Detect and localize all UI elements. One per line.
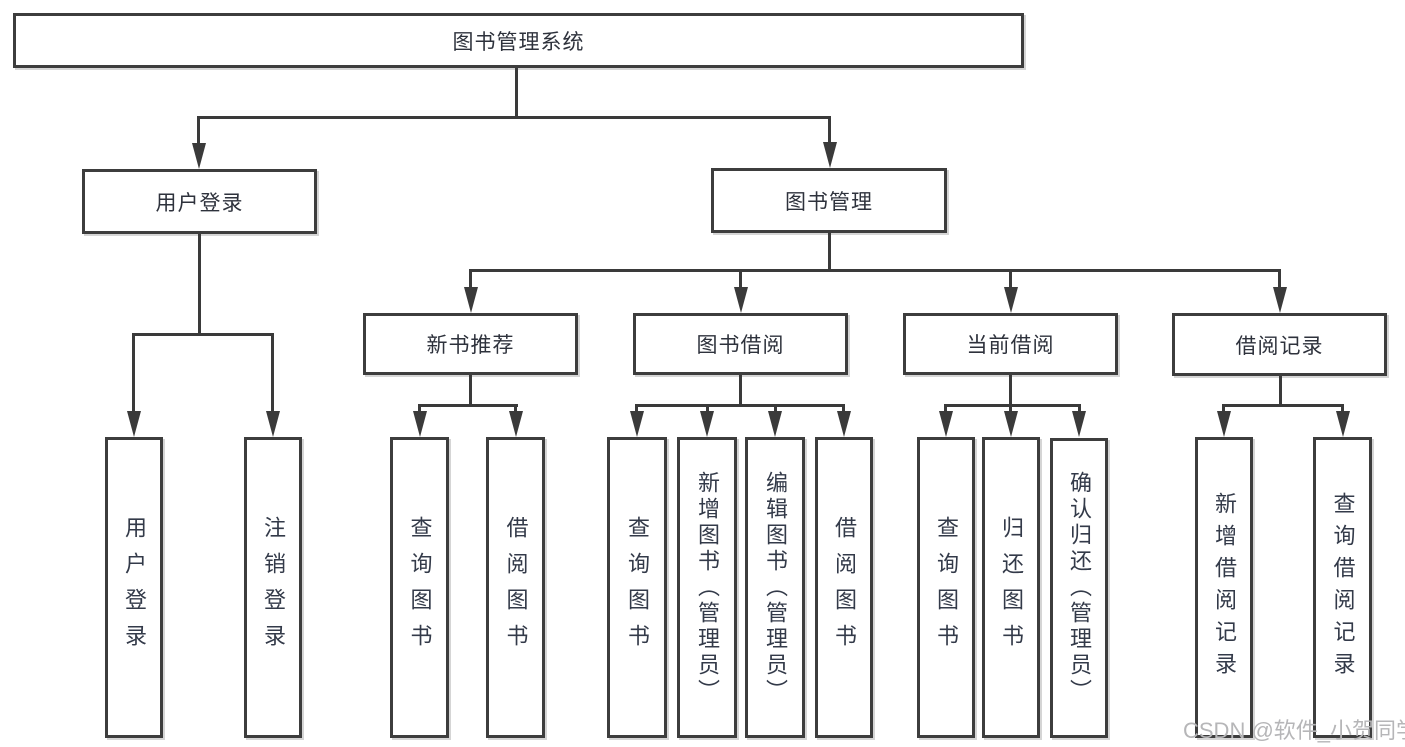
node-new-book-recommend: 新书推荐 — [363, 313, 578, 375]
connector — [1009, 269, 1012, 290]
leaf-add-books-admin-label: 新增图书（管理员） — [695, 470, 720, 705]
node-user-login: 用户登录 — [82, 169, 317, 234]
leaf-add-books-admin: 新增图书（管理员） — [677, 437, 737, 738]
connector — [198, 234, 201, 336]
arrowhead — [630, 411, 644, 437]
connector — [515, 68, 518, 119]
connector — [944, 404, 1081, 407]
node-borrow-record: 借阅记录 — [1172, 313, 1387, 376]
connector — [418, 404, 518, 407]
leaf-query-books-recommend: 查询图书 — [390, 437, 449, 738]
arrowhead — [1004, 411, 1018, 437]
node-book-management: 图书管理 — [711, 168, 947, 233]
arrowhead — [266, 411, 280, 437]
leaf-query-books-recommend-label: 查询图书 — [407, 515, 433, 660]
connector — [828, 233, 831, 272]
connector — [197, 116, 200, 148]
connector — [1009, 404, 1012, 413]
connector — [944, 404, 947, 413]
node-current-borrow-label: 当前借阅 — [966, 334, 1055, 357]
leaf-borrow-books-recommend-label: 借阅图书 — [503, 515, 529, 660]
arrowhead — [700, 411, 714, 437]
arrowhead — [939, 411, 953, 437]
node-current-borrow: 当前借阅 — [903, 313, 1118, 375]
arrowhead — [1273, 287, 1287, 313]
connector — [132, 333, 135, 411]
connector — [1222, 404, 1225, 413]
connector — [706, 404, 709, 413]
connector — [469, 269, 1281, 272]
leaf-logout: 注销登录 — [244, 437, 302, 738]
leaf-query-books-current-label: 查询图书 — [934, 515, 959, 660]
leaf-query-books-borrow-label: 查询图书 — [625, 515, 650, 660]
arrowhead — [1072, 411, 1086, 437]
leaf-edit-books-admin-label: 编辑图书（管理员） — [763, 470, 788, 705]
connector — [1279, 376, 1282, 407]
arrowhead — [837, 411, 851, 437]
arrowhead — [1336, 411, 1350, 437]
connector — [1078, 404, 1081, 413]
connector — [1341, 404, 1344, 413]
leaf-user-login-label: 用户登录 — [122, 515, 147, 660]
connector — [635, 404, 638, 413]
connector — [1278, 269, 1281, 290]
leaf-confirm-return-admin-label: 确认归还（管理员） — [1067, 471, 1092, 705]
connector — [739, 375, 742, 407]
connector — [271, 333, 274, 411]
node-library-system-label: 图书管理系统 — [452, 30, 585, 54]
leaf-return-books: 归还图书 — [982, 437, 1040, 738]
arrowhead — [464, 287, 478, 313]
node-book-borrow-label: 图书借阅 — [696, 334, 785, 357]
connector — [469, 375, 472, 407]
connector — [828, 116, 831, 148]
connector — [1222, 404, 1344, 407]
leaf-return-books-label: 归还图书 — [999, 515, 1024, 660]
leaf-edit-books-admin: 编辑图书（管理员） — [745, 437, 805, 738]
node-book-management-label: 图书管理 — [785, 190, 873, 214]
leaf-query-books-current: 查询图书 — [917, 437, 975, 738]
arrowhead — [413, 411, 427, 437]
node-book-borrow: 图书借阅 — [633, 313, 848, 375]
arrowhead — [192, 143, 206, 169]
node-borrow-record-label: 借阅记录 — [1235, 334, 1324, 358]
connector — [469, 269, 472, 290]
arrowhead — [823, 142, 837, 168]
connector — [739, 269, 742, 290]
leaf-borrow-books: 借阅图书 — [815, 437, 873, 738]
arrowhead — [1004, 287, 1018, 313]
connector — [635, 404, 845, 407]
leaf-logout-label: 注销登录 — [261, 515, 286, 660]
leaf-add-borrow-record: 新增借阅记录 — [1195, 437, 1253, 738]
node-library-system: 图书管理系统 — [13, 13, 1024, 68]
connector — [514, 404, 517, 413]
connector — [418, 404, 421, 413]
leaf-query-borrow-record: 查询借阅记录 — [1313, 437, 1372, 738]
node-new-book-recommend-label: 新书推荐 — [426, 334, 515, 357]
arrowhead — [734, 287, 748, 313]
leaf-query-books-borrow: 查询图书 — [607, 437, 667, 738]
arrowhead — [127, 411, 141, 437]
csdn-watermark: CSDN @软件_小贺同学 — [1183, 718, 1405, 743]
arrowhead — [1217, 411, 1231, 437]
connector — [842, 404, 845, 413]
leaf-borrow-books-label: 借阅图书 — [832, 515, 857, 660]
node-user-login-label: 用户登录 — [155, 191, 244, 215]
connector — [774, 404, 777, 413]
connector — [132, 333, 274, 336]
arrowhead — [768, 411, 782, 437]
leaf-query-borrow-record-label: 查询借阅记录 — [1330, 491, 1356, 684]
leaf-user-login: 用户登录 — [105, 437, 163, 738]
leaf-add-borrow-record-label: 新增借阅记录 — [1212, 491, 1237, 684]
leaf-confirm-return-admin: 确认归还（管理员） — [1050, 438, 1108, 738]
leaf-borrow-books-recommend: 借阅图书 — [486, 437, 545, 738]
connector — [197, 116, 831, 119]
arrowhead — [509, 411, 523, 437]
connector — [1009, 375, 1012, 407]
